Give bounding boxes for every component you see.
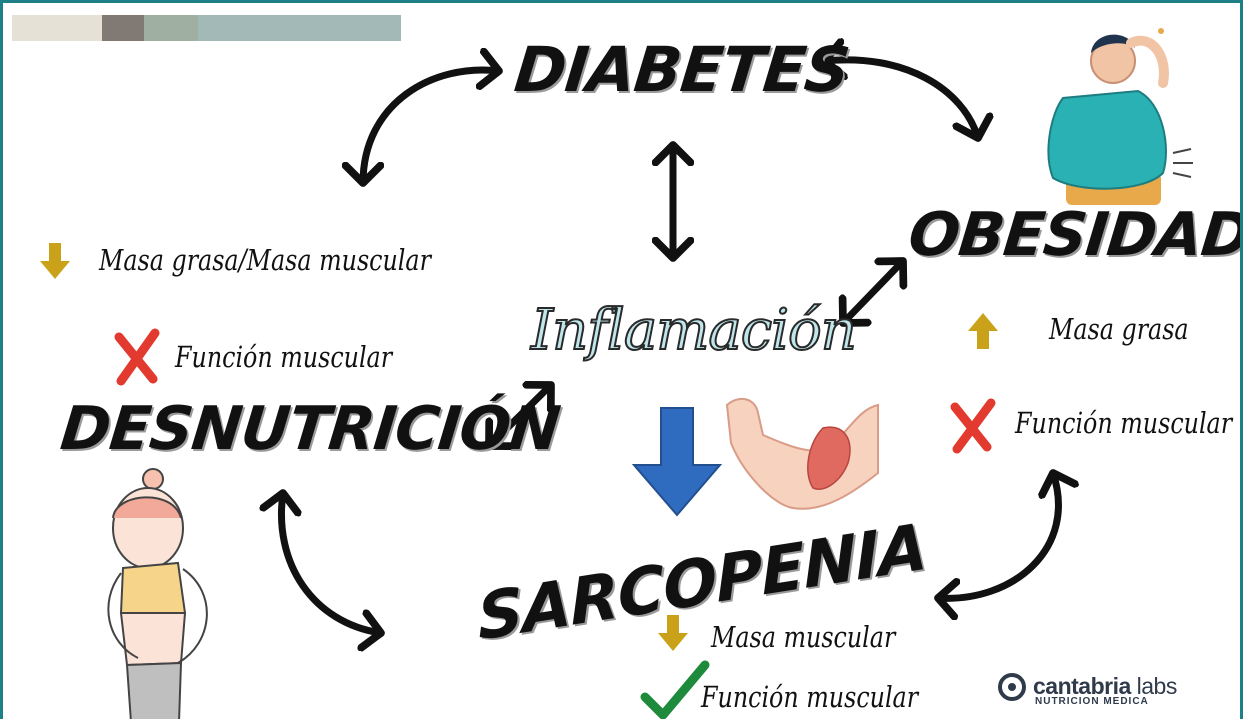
header-color-strip-segment [144, 15, 198, 41]
up-arrow-icon [968, 313, 998, 349]
down-arrow-icon [40, 243, 70, 279]
header-color-strip [12, 15, 102, 41]
note-funcion-muscular-obesidad: Función muscular [1015, 406, 1233, 440]
term-desnutricion: DESNUTRICIÓN [57, 394, 563, 464]
cross-mark-icon [950, 398, 996, 454]
obese-man-illustration [1047, 28, 1193, 205]
arrow-sarcopenia-obesidad [938, 473, 1058, 598]
flexed-arm-illustration [725, 397, 879, 510]
cross-mark-icon [114, 328, 160, 386]
note-masa-muscular-sarcopenia: Masa muscular [711, 620, 896, 654]
note-masa-grasa-masa-muscular: Masa grasa/Masa muscular [99, 243, 431, 277]
term-diabetes: DIABETES [511, 33, 853, 106]
cantabria-logo-icon [998, 673, 1026, 701]
term-obesidad: OBESIDAD [905, 200, 1243, 270]
thin-woman-illustration [107, 468, 208, 719]
note-masa-grasa-obesidad: Masa grasa [1049, 312, 1189, 346]
note-funcion-muscular-desnutricion: Función muscular [175, 340, 393, 374]
down-arrow-icon [658, 615, 688, 651]
arrow-diabetes-obesidad [825, 60, 978, 138]
arrow-diabetes-desnutricion [363, 70, 499, 183]
note-funcion-muscular-sarcopenia: Función muscular [701, 680, 919, 714]
big-down-arrow-icon [631, 407, 723, 517]
arrow-desnutricion-inflamacion [489, 385, 551, 446]
arrow-obesidad-inflamacion [843, 261, 903, 323]
check-mark-icon [640, 660, 710, 719]
header-color-strip-segment [102, 15, 144, 41]
header-color-strip-segment [198, 15, 401, 41]
term-inflamacion: Inflamación [530, 298, 858, 363]
diagram-arrows [40, 28, 1193, 719]
arrow-desnutricion-sarcopenia [281, 493, 381, 633]
logo-subtitle: NUTRICION MEDICA [1035, 696, 1149, 707]
logo-name: cantabria labs [1033, 673, 1177, 699]
